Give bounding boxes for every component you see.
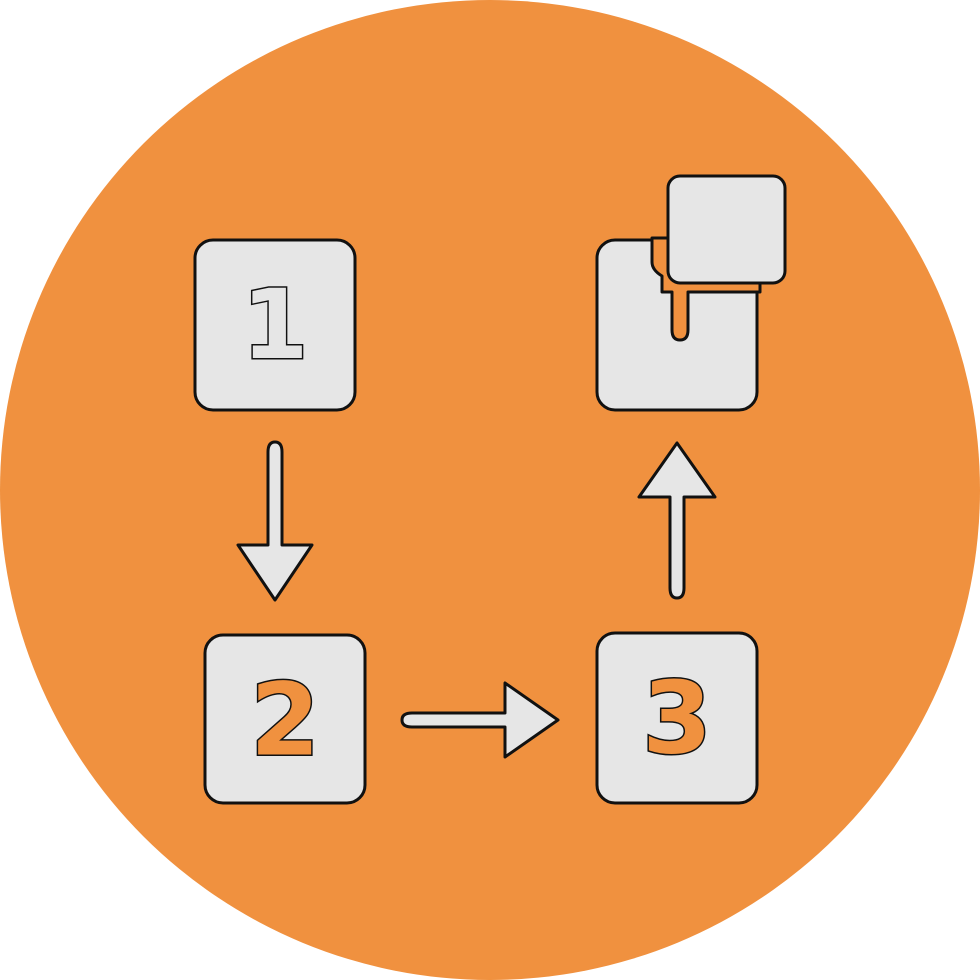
step-box-1: 1	[193, 238, 357, 412]
step-digit-2: 2	[250, 662, 320, 779]
arrow-right-icon	[400, 681, 560, 759]
step-digit-1: 1	[242, 269, 309, 381]
result-square-front	[666, 174, 787, 285]
stacked-squares-icon	[595, 174, 787, 412]
step-box-2: 2	[203, 633, 367, 805]
step-box-3: 3	[595, 631, 759, 805]
step-digit-3: 3	[642, 660, 712, 777]
arrow-up-icon	[637, 441, 717, 600]
arrow-down-icon	[236, 440, 314, 602]
